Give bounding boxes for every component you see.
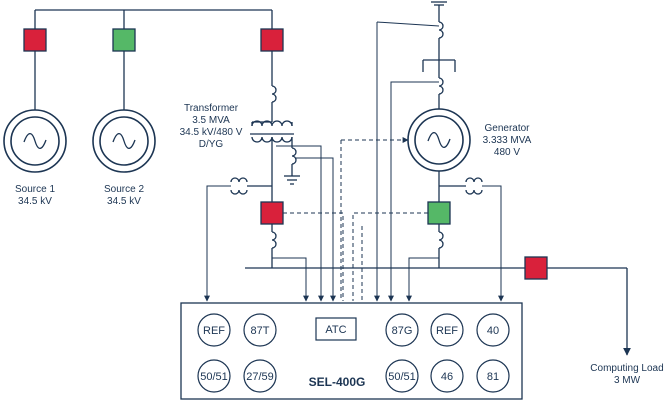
relay-function-5051-left[interactable]: 50/51 [197,359,231,393]
svg-text:50/51: 50/51 [388,371,416,383]
generator-symbol [407,108,471,172]
transformer-rating: 3.5 MVA [192,115,230,126]
load-rating: 3 MW [614,375,641,386]
relay-function-87g[interactable]: 87G [385,313,419,347]
relay-function-2759[interactable]: 27/59 [243,359,277,393]
svg-text:40: 40 [487,325,499,337]
svg-text:ATC: ATC [325,324,346,336]
svg-text:REF: REF [203,325,225,337]
transformer-hv-breaker[interactable] [260,28,284,52]
source1-symbol [3,109,67,173]
load-breaker[interactable] [524,256,548,280]
relay-function-5051-right[interactable]: 50/51 [385,359,419,393]
generator-ground-icon [431,1,447,6]
relay-function-81[interactable]: 81 [476,359,510,393]
generator-voltage: 480 V [494,147,520,158]
generator-bus-ct [438,231,444,249]
source2-breaker[interactable] [112,28,136,52]
ground-icon [284,175,300,185]
relay-function-46[interactable]: 46 [430,359,464,393]
neutral-ct [291,147,297,165]
source1-name: Source 1 [15,184,55,195]
transformer-bus-ct [271,231,277,249]
generator-rating: 3.333 MVA [483,135,532,146]
load-name: Computing Load [590,363,663,374]
relay-function-ref-left[interactable]: REF [197,313,231,347]
svg-text:81: 81 [487,371,499,383]
source2-name: Source 2 [104,184,144,195]
transformer-lv-ct [230,177,248,183]
svg-text:50/51: 50/51 [200,371,228,383]
relay-function-40[interactable]: 40 [476,313,510,347]
source1-breaker[interactable] [23,28,47,52]
relay-function-ref-right[interactable]: REF [430,313,464,347]
svg-text:87G: 87G [392,325,413,337]
transformer-lv-breaker[interactable] [260,201,284,225]
transformer-title: Transformer [184,103,239,114]
transformer-voltage: 34.5 kV/480 V [180,127,243,138]
ct-signal-wires [204,21,504,302]
relay-atc-button[interactable]: ATC [315,317,357,341]
relay-name: SEL-400G [309,375,366,389]
generator-top-ct [438,77,444,95]
breaker-control-wires [283,137,428,301]
transformer-hv-ct [271,85,277,103]
generator-breaker[interactable] [427,201,451,225]
relay-function-87t[interactable]: 87T [243,313,277,347]
generator-title: Generator [484,123,530,134]
svg-text:46: 46 [441,371,453,383]
svg-text:27/59: 27/59 [246,371,274,383]
source2-symbol [92,109,156,173]
svg-text:REF: REF [436,325,458,337]
source2-voltage: 34.5 kV [107,196,141,207]
source1-voltage: 34.5 kV [18,196,52,207]
svg-text:87T: 87T [251,325,270,337]
transformer-connection: D/YG [199,139,224,150]
generator-neutral-ct [438,21,444,39]
generator-side-ct [465,177,483,183]
